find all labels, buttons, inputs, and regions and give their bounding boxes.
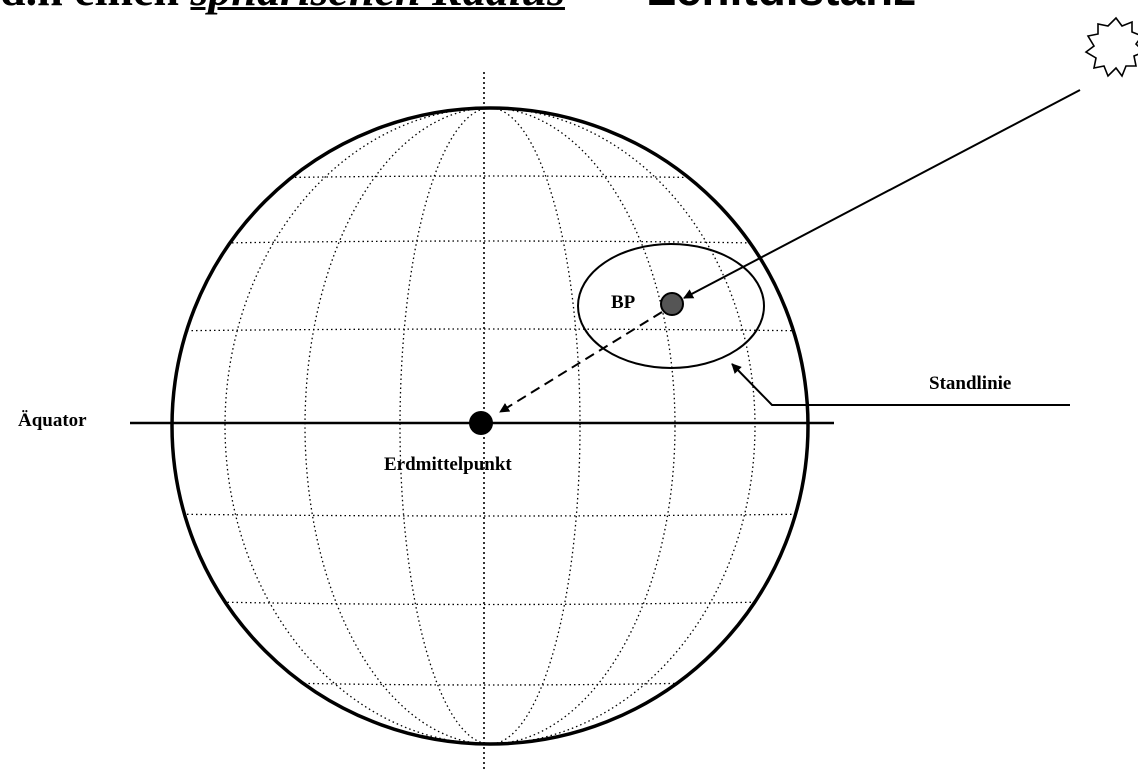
bp-label: BP (611, 292, 636, 313)
page-title: d.h einen sphärischen Radius ➔ Zenitdist… (0, 0, 916, 13)
erdmittelpunkt-label: Erdmittelpunkt (384, 454, 512, 475)
bp-dot (660, 292, 684, 316)
standlinie-circle (577, 243, 765, 369)
globe-outline (170, 106, 810, 746)
title-prefix: d.h einen (0, 0, 179, 15)
title-arrow-icon: ➔ (594, 0, 626, 7)
graticule-grid (172, 108, 808, 744)
aequator-label: Äquator (18, 410, 87, 431)
standlinie-label: Standlinie (929, 373, 1012, 394)
title-suffix: Zenitdistanz (648, 0, 916, 15)
sun-burst-icon (1084, 16, 1138, 78)
sun-ray-line (683, 89, 1081, 299)
title-emphasis: sphärischen Radius (190, 0, 565, 15)
center-dashed-arrow (499, 311, 663, 413)
earth-center-dot (469, 411, 493, 435)
standlinie-leader (731, 363, 1070, 406)
